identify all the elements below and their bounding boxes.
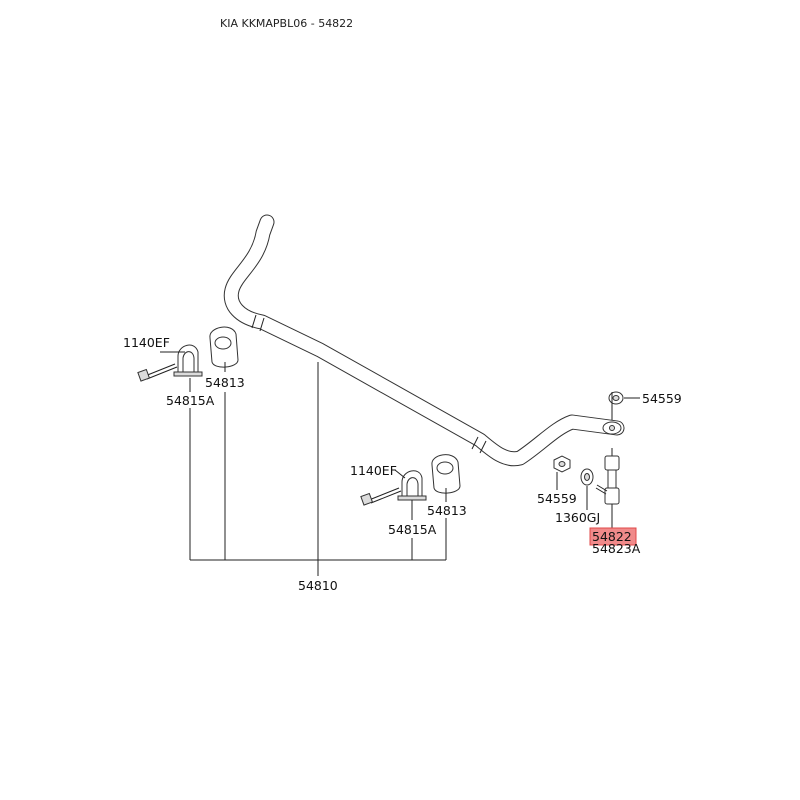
- label-nut-lower[interactable]: 54559: [537, 491, 577, 506]
- leader-lines: [160, 351, 640, 576]
- label-nut-top[interactable]: 54559: [642, 391, 682, 406]
- label-bolt-mid[interactable]: 1140EF: [350, 463, 397, 478]
- stabilizer-bar[interactable]: [223, 214, 625, 467]
- label-bushing-left[interactable]: 54813: [205, 375, 245, 390]
- label-bracket-mid[interactable]: 54815A: [388, 522, 437, 537]
- nut-lower-icon[interactable]: [553, 455, 571, 473]
- selected-part-highlight: [589, 527, 637, 546]
- bolt-left-icon[interactable]: [137, 363, 178, 382]
- bracket-left-icon[interactable]: [173, 344, 203, 377]
- bushing-mid-icon[interactable]: [431, 454, 461, 494]
- nut-top-icon[interactable]: [608, 391, 624, 405]
- label-link-alt[interactable]: 54823A: [592, 541, 641, 556]
- label-bushing-mid[interactable]: 54813: [427, 503, 467, 518]
- diagram-title: KIA KKMAPBL06 - 54822: [220, 17, 353, 30]
- stabilizer-link-icon[interactable]: [595, 448, 620, 510]
- label-stabilizer-bar[interactable]: 54810: [298, 578, 338, 593]
- bracket-mid-icon[interactable]: [397, 470, 427, 501]
- label-bracket-left[interactable]: 54815A: [166, 393, 215, 408]
- bushing-left-icon[interactable]: [209, 326, 239, 368]
- label-link-selected[interactable]: 54822: [592, 529, 632, 544]
- label-bolt-left[interactable]: 1140EF: [123, 335, 170, 350]
- washer-icon[interactable]: [580, 468, 594, 486]
- label-washer[interactable]: 1360GJ: [555, 510, 600, 525]
- bolt-mid-icon[interactable]: [360, 487, 402, 506]
